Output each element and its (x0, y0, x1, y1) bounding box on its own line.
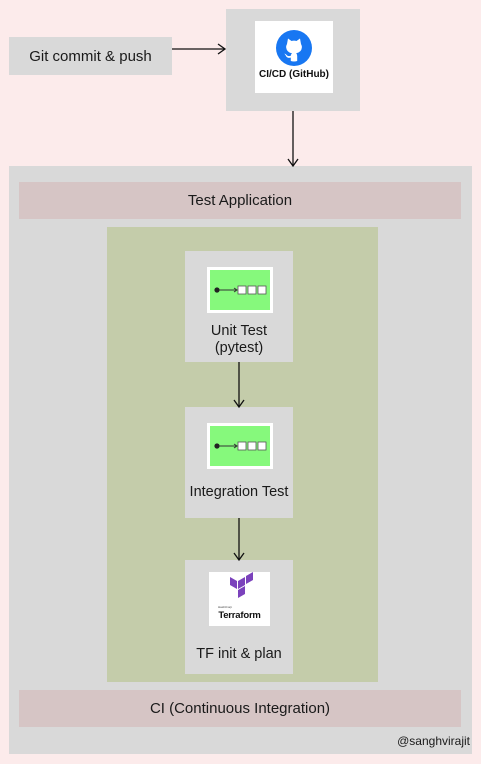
integration-test-step: Integration Test (185, 407, 293, 518)
terraform-card: HashiCorp Terraform (209, 572, 270, 626)
integration-test-label: Integration Test (189, 484, 289, 500)
github-card: CI/CD (GitHub) (255, 21, 333, 93)
cicd-label: CI/CD (GitHub) (259, 69, 329, 80)
git-commit-push-label: Git commit & push (29, 47, 152, 65)
unit-test-thumbnail (207, 267, 273, 313)
test-application-label: Test Application (187, 192, 293, 209)
hashicorp-label: HashiCorp (218, 605, 233, 609)
terraform-step: HashiCorp Terraform TF init & plan (185, 560, 293, 674)
terraform-wordmark: Terraform (218, 610, 261, 621)
arrow-git-to-cicd (172, 43, 227, 55)
github-icon (276, 30, 312, 66)
arrow-integration-to-terraform (233, 518, 245, 562)
cicd-github-box: CI/CD (GitHub) (226, 9, 360, 111)
arrow-cicd-to-ci (287, 111, 299, 168)
integration-test-thumbnail (207, 423, 273, 469)
pipeline-icon (214, 441, 267, 451)
unit-test-sublabel: (pytest) (214, 340, 264, 356)
ci-band: CI (Continuous Integration) (19, 690, 461, 727)
arrow-unit-to-integration (233, 362, 245, 409)
unit-test-label: Unit Test (210, 323, 268, 339)
terraform-logo (230, 572, 253, 598)
unit-test-step: Unit Test (pytest) (185, 251, 293, 362)
ci-band-label: CI (Continuous Integration) (149, 700, 331, 717)
terraform-step-label: TF init & plan (196, 646, 282, 662)
author-credit: @sanghvirajit (397, 734, 470, 748)
pipeline-icon (214, 285, 267, 295)
test-application-band: Test Application (19, 182, 461, 219)
git-commit-push-box: Git commit & push (9, 37, 172, 75)
